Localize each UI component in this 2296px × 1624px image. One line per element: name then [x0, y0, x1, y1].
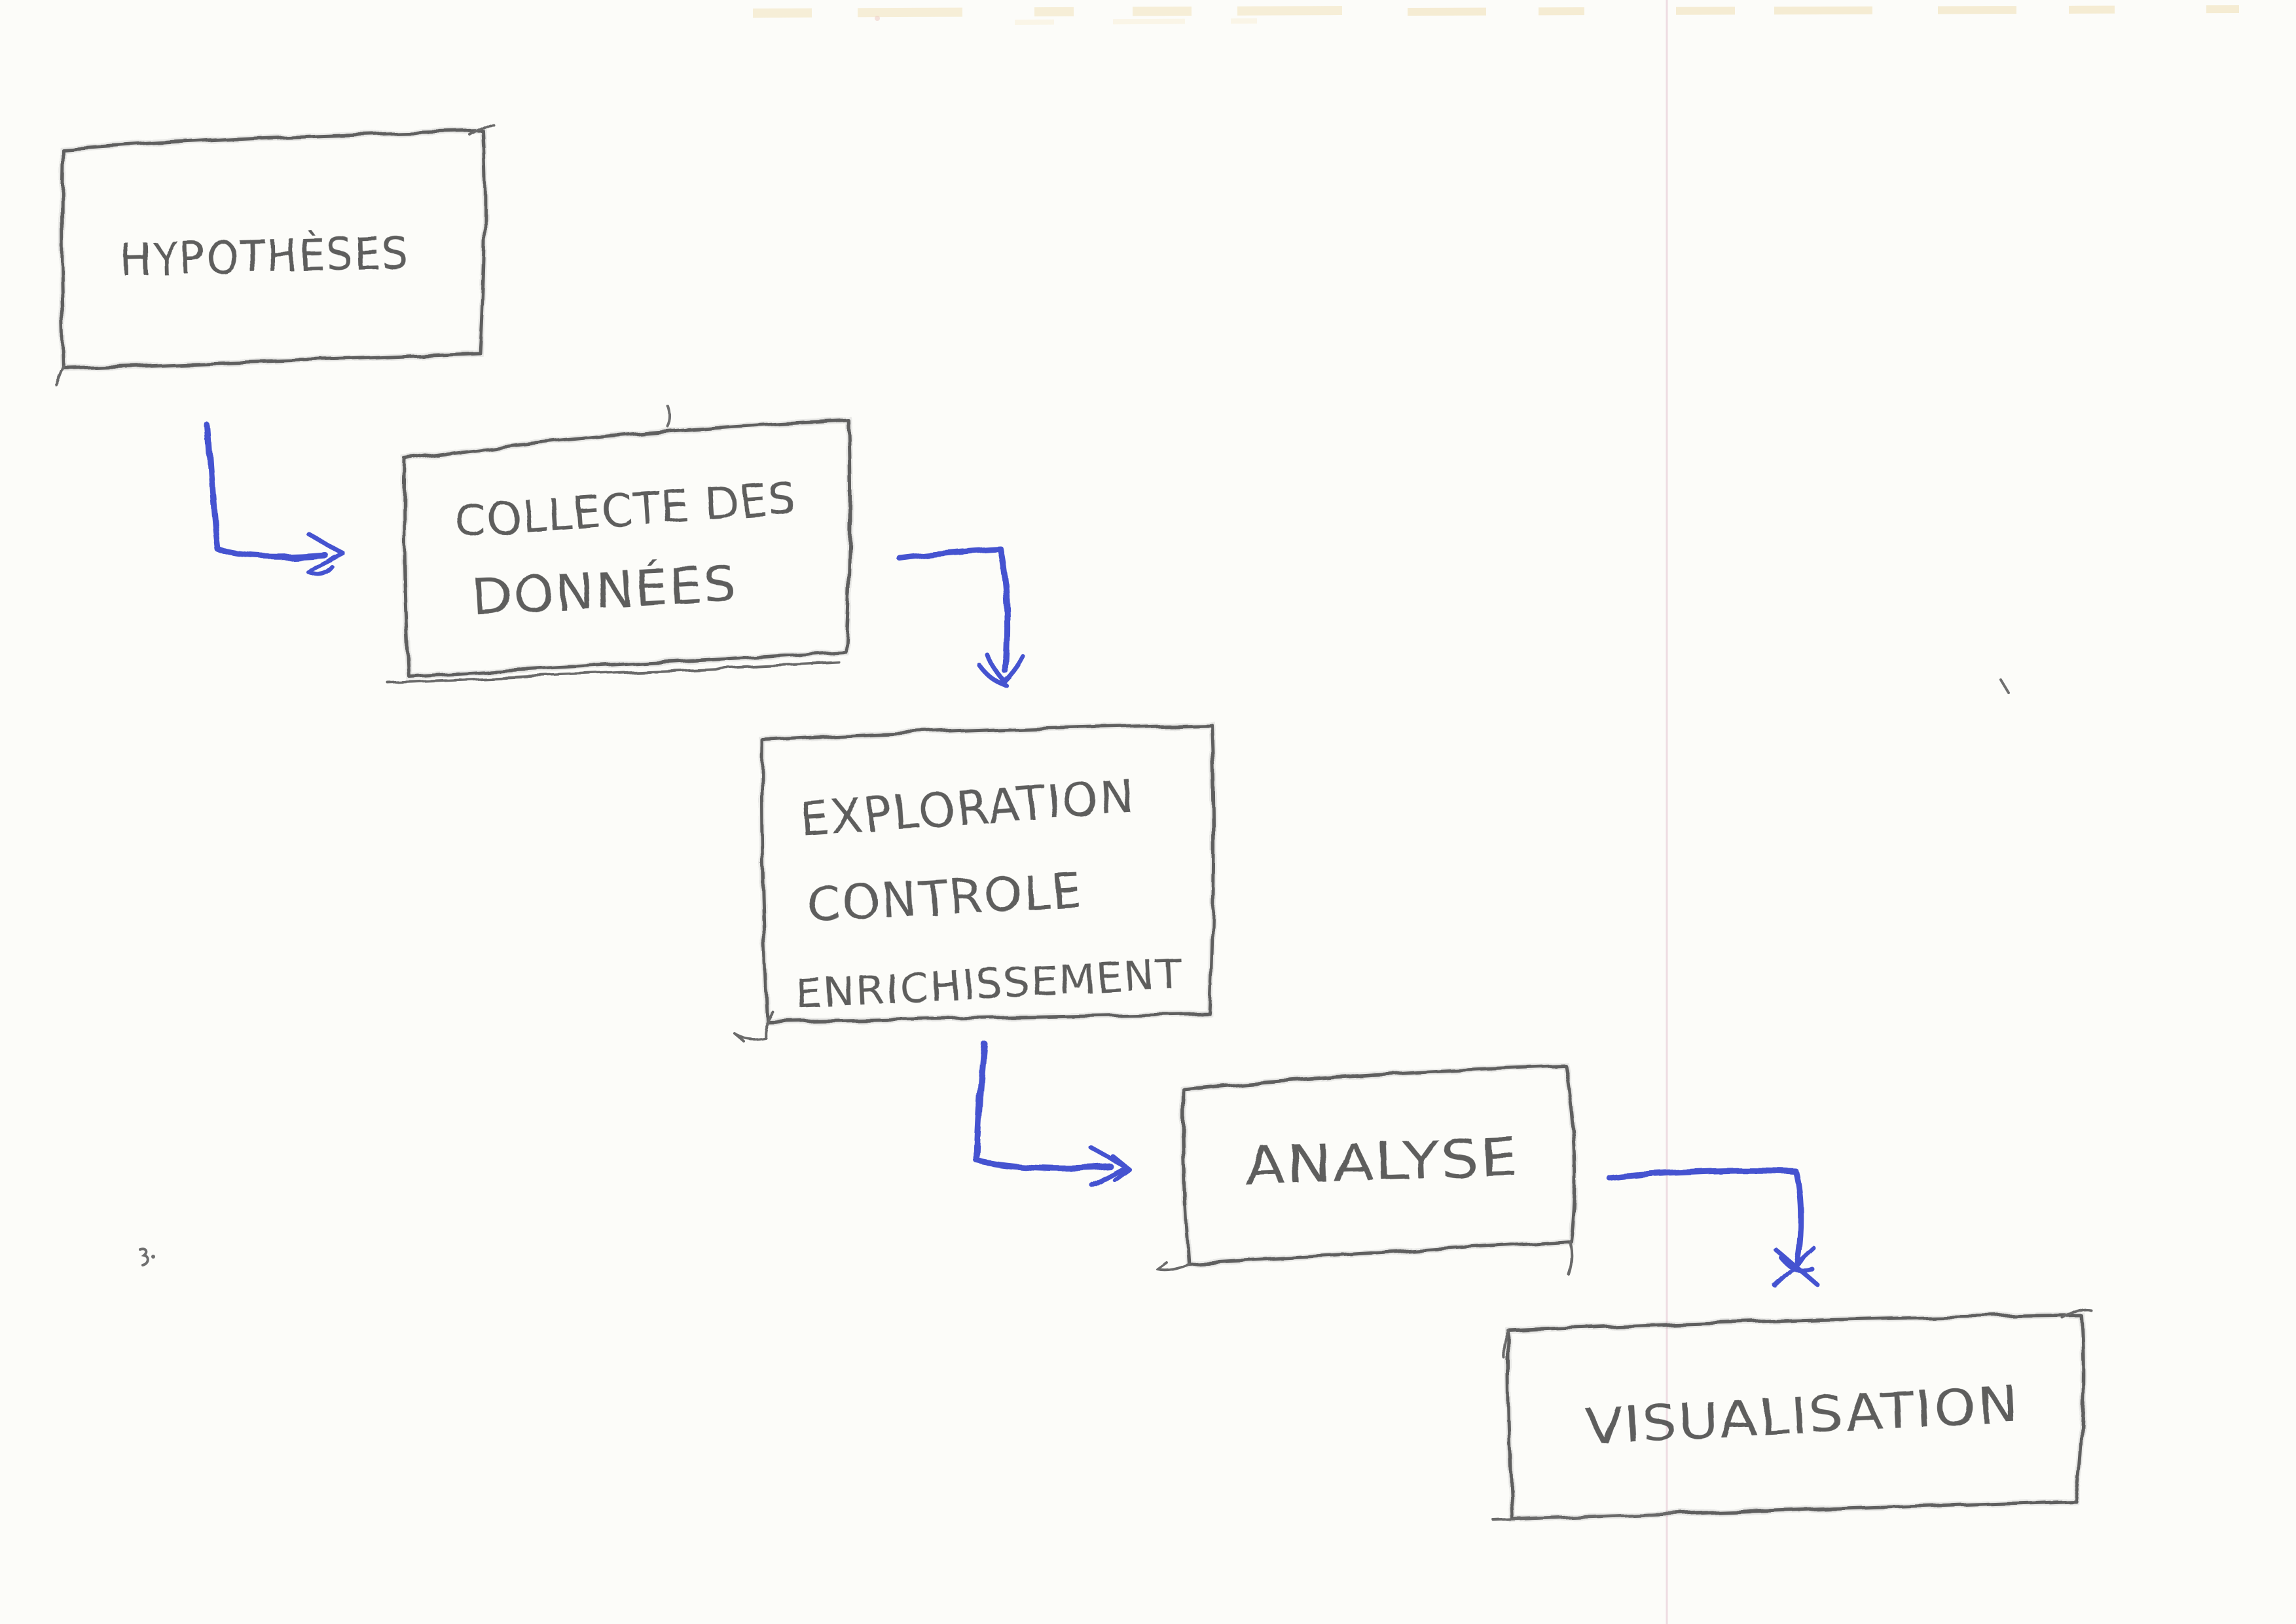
scan-artifact-stripe: [752, 6, 1343, 18]
node-visualisation: VISUALISATION: [1493, 1307, 2091, 1523]
analyse-box-corner-flick: [1156, 1261, 1168, 1270]
visualisation-label: VISUALISATION: [1584, 1375, 2022, 1456]
arrow-hypotheses-to-collecte: [204, 422, 346, 577]
scan-artifact-stripe: [1014, 18, 1258, 25]
arrow-analyse-to-visualisation: [1606, 1167, 1819, 1287]
hypotheses-box-corner-flick: [469, 122, 494, 136]
analyse-label: ANALYSE: [1244, 1127, 1521, 1198]
arrowhead-hook: [305, 564, 335, 577]
stray-tick-mark: [1999, 678, 2010, 694]
arrowhead-double-stroke: [1110, 1154, 1131, 1182]
collecte-box-outline: [402, 418, 852, 678]
arrow-shaft: [896, 545, 1011, 674]
visualisation-box-outline: [1506, 1313, 2085, 1521]
arrow-shaft: [1606, 1167, 1804, 1264]
visualisation-box-corner-tail: [1503, 1329, 1510, 1359]
exploration-label-line1: EXPLORATION: [798, 769, 1137, 847]
node-hypotheses: HYPOTHÈSES: [55, 122, 494, 386]
collecte-label-line2: DONNÉES: [471, 554, 739, 626]
collecte-box-echo: [401, 416, 854, 680]
node-analyse: ANALYSE: [1156, 1062, 1578, 1276]
analyse-box-corner-tail: [1156, 1263, 1190, 1272]
visualisation-box-double-bottom-line: [1493, 1512, 1677, 1522]
arrow-exploration-to-analyse: [974, 1040, 1131, 1188]
scan-edge-artifacts: [752, 5, 2240, 25]
stray-squiggle-mark: [139, 1247, 149, 1266]
arrowhead-scribble-icon: [1778, 1255, 1815, 1274]
hypotheses-box-outline: [60, 129, 487, 370]
stray-pencil-marks: [139, 678, 2010, 1266]
analyse-box-corner-drip: [1567, 1240, 1573, 1276]
arrowhead-swoosh: [977, 663, 1010, 689]
scan-artifact-speck: [875, 16, 880, 21]
exploration-label-line2: CONTROLE: [806, 863, 1085, 932]
arrow-collecte-to-exploration: [896, 545, 1027, 689]
node-exploration-controle-enrichissement: EXPLORATION CONTROLE ENRICHISSEMENT: [733, 720, 1217, 1043]
collecte-label-line1: COLLECTE DES: [454, 473, 799, 548]
exploration-box-outline: [759, 722, 1216, 1024]
exploration-box-corner-hook-tip: [733, 1032, 745, 1043]
stray-dot-mark: [151, 1255, 155, 1259]
hypotheses-box-corner-tail: [55, 365, 65, 386]
exploration-label-line3: ENRICHISSEMENT: [794, 950, 1184, 1018]
arrowhead-down-icon: [985, 652, 1008, 685]
arrowhead-down-icon: [1003, 655, 1027, 685]
arrowhead-right-icon: [305, 532, 346, 574]
stray-apostrophe-mark: [667, 406, 672, 428]
hypotheses-label: HYPOTHÈSES: [120, 227, 410, 287]
scan-artifact-stripe: [1407, 5, 2240, 16]
arrow-shaft: [974, 1040, 1114, 1172]
visualisation-box-corner-flick: [2061, 1307, 2091, 1319]
exploration-box-corner-tail: [763, 1010, 774, 1039]
node-collecte-des-donnees: COLLECTE DES DONNÉES: [386, 406, 854, 684]
collecte-box-double-bottom-line: [386, 661, 841, 684]
arrow-shaft: [204, 422, 328, 560]
